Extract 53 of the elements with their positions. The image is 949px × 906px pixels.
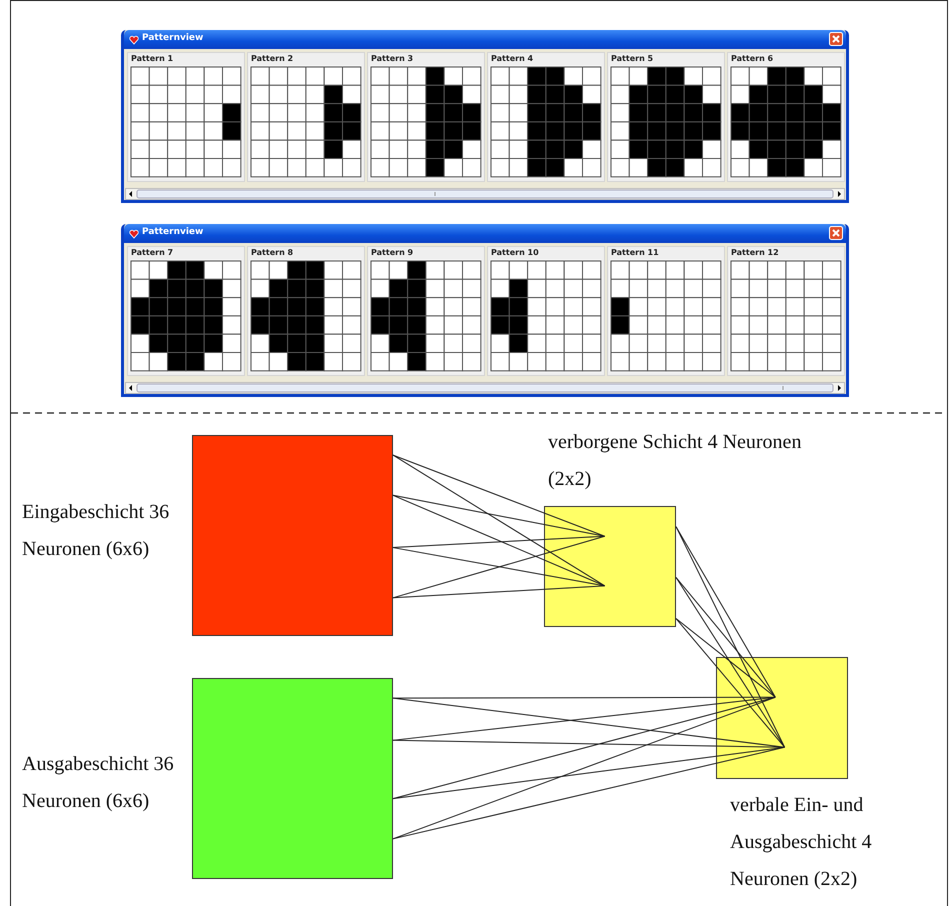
- connection-line: [392, 536, 606, 598]
- app-window: [121, 30, 849, 203]
- pattern-panel: [247, 52, 365, 182]
- connection-line: [676, 576, 776, 698]
- app-window: [121, 224, 849, 397]
- pattern-label: Pattern 5: [611, 54, 654, 63]
- layer-label: Ausgabeschicht 36 Neuronen (6x6): [22, 752, 175, 814]
- pattern-label: Pattern 4: [491, 54, 534, 63]
- pattern-label: Pattern 3: [371, 54, 414, 63]
- connection-line: [676, 618, 776, 698]
- connection-line: [676, 618, 786, 748]
- pattern-label: Pattern 9: [371, 248, 414, 257]
- connection-line: [392, 454, 606, 586]
- pattern-label: Pattern 2: [251, 54, 294, 63]
- pattern-panel: [127, 246, 245, 376]
- pattern-label: Pattern 11: [611, 248, 659, 257]
- connection-line: [392, 746, 786, 840]
- pattern-label: Pattern 12: [731, 248, 779, 257]
- pattern-panel: [487, 246, 605, 376]
- connection-line: [392, 547, 606, 586]
- layer-label: verborgene Schicht 4 Neuronen (2x2): [548, 430, 802, 492]
- connection-line: [676, 526, 776, 698]
- connection-line: [676, 526, 786, 748]
- connection-line: [392, 494, 606, 537]
- pattern-panel: [607, 52, 725, 182]
- connection-line: [392, 696, 776, 741]
- pattern-panel: [727, 52, 845, 182]
- connection-line: [392, 696, 776, 840]
- pattern-label: Pattern 1: [131, 54, 174, 63]
- pattern-label: Pattern 10: [491, 248, 539, 257]
- pattern-panel: [127, 52, 245, 182]
- window-title: Patternview: [142, 33, 204, 43]
- connection-line: [392, 698, 786, 748]
- layer-label: Eingabeschicht 36 Neuronen (6x6): [22, 500, 170, 562]
- connection-line: [676, 576, 786, 748]
- connection-line: [392, 494, 606, 586]
- pattern-panel: [727, 246, 845, 376]
- connection-line: [392, 740, 786, 748]
- connection-line: [392, 746, 786, 800]
- pattern-label: Pattern 7: [131, 248, 174, 257]
- pattern-panel: [367, 52, 485, 182]
- connection-line: [392, 454, 606, 537]
- layer-label: verbale Ein- und Ausgabeschicht 4 Neuronen (2x2): [730, 793, 873, 892]
- connection-line: [392, 585, 606, 598]
- window-title: Patternview: [142, 227, 204, 237]
- pattern-label: Pattern 6: [731, 54, 774, 63]
- connection-line: [392, 536, 606, 548]
- pattern-panel: [367, 246, 485, 376]
- pattern-label: Pattern 8: [251, 248, 294, 257]
- pattern-panel: [247, 246, 365, 376]
- connection-line: [392, 696, 776, 800]
- pattern-panel: [487, 52, 605, 182]
- pattern-panel: [607, 246, 725, 376]
